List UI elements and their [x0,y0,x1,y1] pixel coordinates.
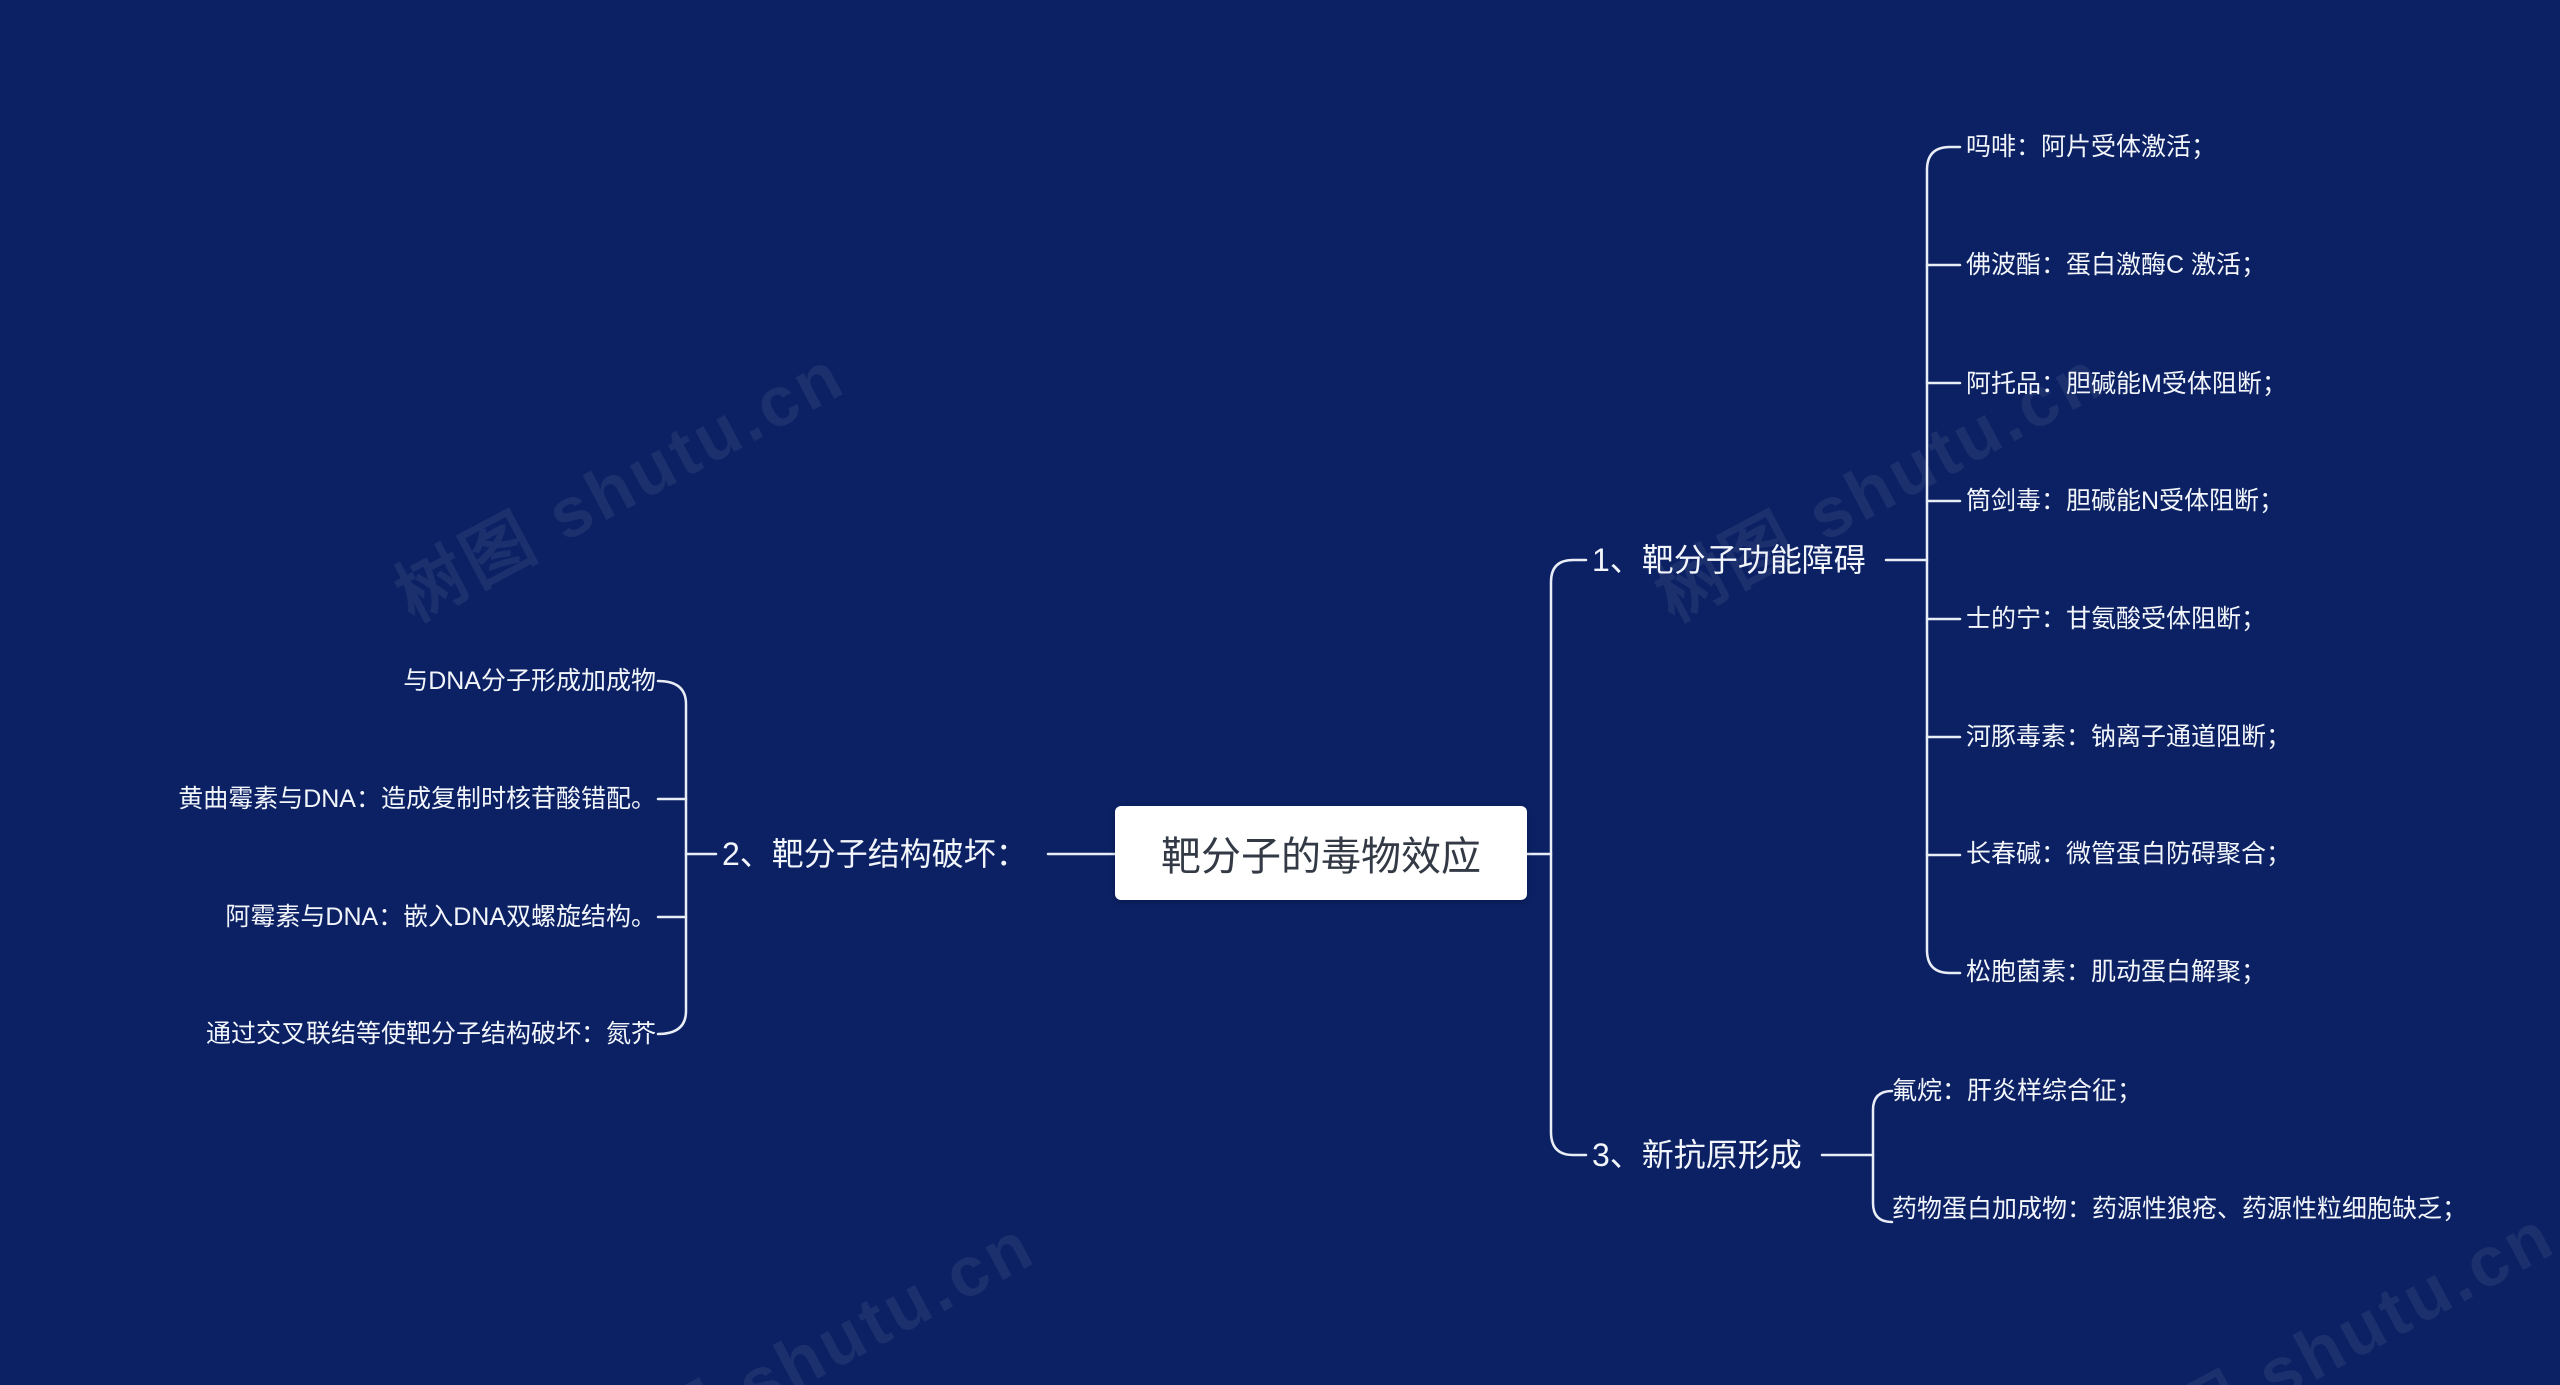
child-node[interactable]: 阿托品：胆碱能M受体阻断； [1966,370,2287,398]
child-node[interactable]: 通过交叉联结等使靶分子结构破坏：氮芥 [205,1020,656,1048]
child-node[interactable]: 与DNA分子形成加成物 [403,667,656,695]
child-node[interactable]: 氟烷：肝炎样综合征； [1892,1077,2143,1105]
branch-node-2[interactable]: 2、靶分子结构破坏： [722,836,1028,872]
child-node[interactable]: 长春碱：微管蛋白防碍聚合； [1966,840,2292,868]
connector-branch2-bracket [656,679,688,1036]
connector-trunk-right [1549,558,1588,1157]
connector-branch3-bracket [1871,1089,1894,1224]
child-node[interactable]: 筒剑毒：胆碱能N受体阻断； [1966,487,2285,515]
child-node[interactable]: 士的宁：甘氨酸受体阻断； [1966,605,2267,633]
connector-branch1-bracket [1925,145,1962,975]
child-node[interactable]: 松胞菌素：肌动蛋白解聚； [1966,958,2267,986]
watermark: 树图 shutu.cn [573,1204,1048,1385]
branch-node-3[interactable]: 3、新抗原形成 [1592,1137,1802,1173]
child-node[interactable]: 吗啡：阿片受体激活； [1966,133,2217,161]
child-node[interactable]: 佛波酯：蛋白激酶C 激活； [1966,251,2267,279]
child-node[interactable]: 阿霉素与DNA：嵌入DNA双螺旋结构。 [225,903,656,931]
central-topic-node[interactable]: 靶分子的毒物效应 [1115,806,1527,900]
child-node[interactable]: 河豚毒素：钠离子通道阻断； [1966,723,2292,751]
watermark: 树图 shutu.cn [383,334,858,637]
child-node[interactable]: 药物蛋白加成物：药源性狼疮、药源性粒细胞缺乏； [1892,1195,2468,1223]
child-node[interactable]: 黄曲霉素与DNA：造成复制时核苷酸错配。 [178,785,656,813]
branch-node-1[interactable]: 1、靶分子功能障碍 [1592,542,1866,578]
